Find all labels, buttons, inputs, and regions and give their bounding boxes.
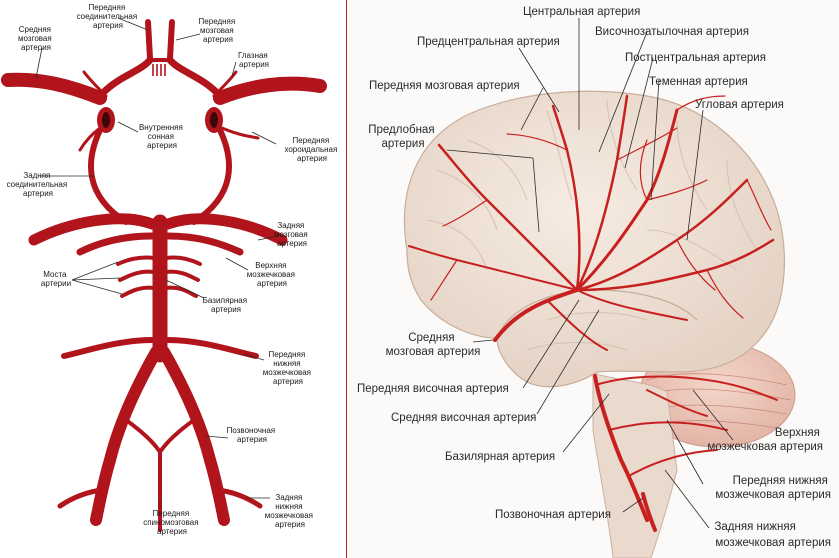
superior-cerebellar-artery-left (76, 232, 156, 256)
label-anterior-communicating: Передняя соединительная артерия (77, 3, 140, 30)
label-middle-cerebral: Средняя мозговая артерия (18, 25, 54, 52)
anterior-cerebral-artery-right (167, 19, 175, 61)
brain-arteries-diagram: Центральная артерия Предцентральная арте… (357, 6, 831, 558)
label-anterior-cerebral-artery: Передняя мозговая артерия (369, 80, 520, 92)
a1-segment-left (96, 56, 154, 100)
label-parieto-occipital-artery: Височнозатылочная артерия (595, 26, 749, 38)
label-pontine: Моста артерии (41, 270, 71, 288)
label-vertebral: Позвоночная артерия (227, 426, 278, 444)
anterior-communicating-perforators (152, 64, 166, 76)
label-middle-temporal-artery: Средняя височная артерия (391, 412, 536, 424)
posterior-cerebral-artery-right (162, 213, 288, 246)
label-precentral-artery: Предцентральная артерия (417, 36, 560, 48)
brain-lateral-panel: Центральная артерия Предцентральная арте… (346, 0, 839, 558)
label-prefrontal-artery: Предлобная артерия (368, 124, 438, 150)
right-leader-lines (446, 18, 734, 529)
label-parietal-artery: Теменная артерия (649, 76, 748, 88)
circle-of-willis-diagram: Передняя соединительная артерия Передняя… (1, 3, 339, 536)
pontine-arteries (116, 255, 202, 298)
label-superior-cerebellar-artery: Верхняя мозжечковая артерия (707, 427, 823, 453)
superior-cerebellar-artery-right (164, 232, 244, 256)
posterior-inferior-cerebellar-artery-left (57, 487, 105, 509)
vertebral-artery-right (158, 346, 230, 526)
posterior-communicating-artery-right (191, 127, 232, 225)
label-anterior-inferior-cerebellar-artery: Передняя нижняя мозжечковая артерия (715, 475, 831, 501)
middle-cerebral-artery-right (213, 76, 327, 105)
anterior-inferior-cerebellar-artery-left (61, 337, 155, 359)
label-anterior-choroidal: Передняя хороидальная артерия (284, 136, 339, 163)
posterior-communicating-artery-left (88, 127, 129, 225)
label-middle-cerebral-artery: Средняя мозговая артерия (386, 332, 481, 358)
middle-cerebral-artery-left (1, 72, 107, 105)
a1-segment-right (166, 56, 224, 100)
label-postcentral-artery: Постцентральная артерия (625, 52, 766, 64)
label-vertebral-artery: Позвоночная артерия (495, 509, 611, 521)
label-internal-carotid: Внутренняя сонная артерия (139, 123, 185, 150)
label-central-artery: Центральная артерия (523, 6, 640, 18)
anterior-spinal-artery (124, 418, 196, 532)
label-basilar: Базилярная артерия (203, 296, 250, 314)
anterior-inferior-cerebellar-artery-right (165, 337, 259, 359)
label-superior-cerebellar: Верхняя мозжечковая артерия (247, 261, 297, 288)
label-anterior-cerebral: Передняя мозговая артерия (199, 17, 238, 44)
vertebral-artery-left (90, 346, 162, 526)
label-anterior-temporal-artery: Передняя височная артерия (357, 383, 509, 395)
label-posterior-inferior-cerebellar-artery: Задняя нижняя мозжечковая артерия (714, 521, 831, 549)
vertebral-artery-right-view (641, 492, 657, 532)
label-posterior-inferior-cerebellar: Задняя нижняя мозжечковая артерия (265, 493, 315, 529)
circle-of-willis-panel: Передняя соединительная артерия Передняя… (0, 0, 340, 558)
cerebellar-branches (598, 375, 778, 477)
label-ophthalmic: Глазная артерия (238, 51, 270, 69)
posterior-cerebral-artery-left (28, 213, 158, 246)
label-basilar-artery: Базилярная артерия (445, 451, 555, 463)
anterior-cerebral-artery-left (145, 19, 153, 61)
label-anterior-spinal: Передняя спиномозговая артерия (143, 509, 201, 536)
small-cortical-branches (430, 95, 772, 319)
label-posterior-cerebral: Задняя мозговая артерия (274, 221, 310, 248)
basilar-artery-right (593, 374, 649, 522)
label-angular-artery: Угловая артерия (695, 99, 784, 111)
brainstem (592, 371, 678, 558)
label-anterior-inferior-cerebellar: Передняя нижняя мозжечковая артерия (263, 350, 313, 386)
anterior-choroidal-artery-right (220, 126, 260, 140)
label-posterior-communicating: Задняя соединительная артерия (7, 171, 70, 198)
posterior-inferior-cerebellar-artery-right (215, 487, 263, 509)
ophthalmic-artery-left (82, 70, 108, 98)
left-leader-lines (35, 17, 279, 508)
ophthalmic-artery-right (212, 70, 238, 98)
